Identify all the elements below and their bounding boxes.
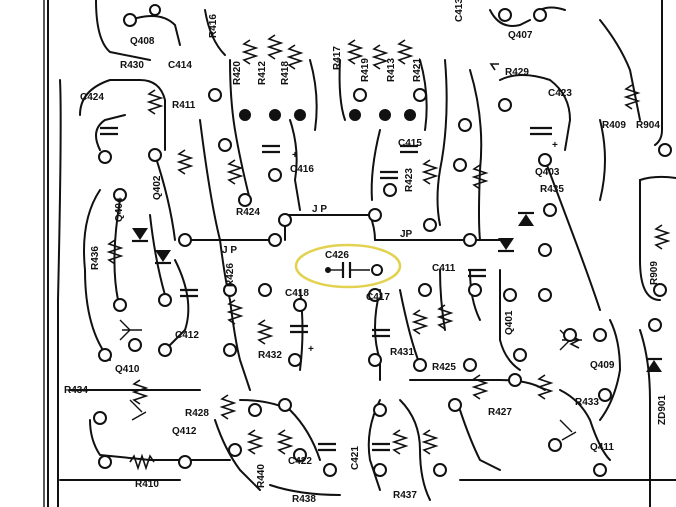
component-labels: C424 C414 R430 R411 Q402 Q404 R436 Q410 … (64, 0, 668, 505)
label-jp-top: J P (312, 204, 327, 215)
label-c412: C412 (175, 330, 199, 341)
highlight-ellipse (294, 243, 402, 289)
label-c422: C422 (288, 456, 312, 467)
label-r413: R413 (386, 58, 397, 82)
label-c418: C418 (285, 288, 309, 299)
label-c426: C426 (325, 250, 349, 261)
label-r418: R418 (280, 61, 291, 85)
label-r426: R426 (225, 263, 236, 287)
label-c416: C416 (290, 164, 314, 175)
label-c417: C417 (366, 292, 390, 303)
label-q412: Q412 (172, 426, 197, 437)
label-r434: R434 (64, 385, 88, 396)
plus-mark-c418: + (308, 344, 314, 355)
label-r412: R412 (257, 61, 268, 85)
label-c413: C413 (454, 0, 465, 22)
label-c414: C414 (168, 60, 192, 71)
label-r431: R431 (390, 347, 414, 358)
label-r419: R419 (360, 58, 371, 82)
label-r909: R909 (649, 261, 660, 285)
label-r435: R435 (540, 184, 564, 195)
label-r411: R411 (172, 100, 196, 111)
label-r409: R409 (602, 120, 626, 131)
label-q408: Q408 (130, 36, 155, 47)
label-r421: R421 (412, 58, 423, 82)
label-r417: R417 (332, 46, 343, 70)
label-r429: R429 (505, 67, 529, 78)
label-r420: R420 (232, 61, 243, 85)
label-q410: Q410 (115, 364, 140, 375)
plus-mark-c416: + (292, 150, 298, 161)
solder-pads (93, 4, 672, 477)
label-q404: Q404 (114, 197, 125, 222)
label-r433: R433 (575, 397, 599, 408)
label-r423: R423 (404, 168, 415, 192)
label-r438: R438 (292, 494, 316, 505)
label-q409: Q409 (590, 360, 615, 371)
resistors (106, 34, 671, 471)
label-r425: R425 (432, 362, 456, 373)
label-r437: R437 (393, 490, 417, 501)
label-c424: C424 (80, 92, 104, 103)
label-c421: C421 (350, 446, 361, 470)
label-r430: R430 (120, 60, 144, 71)
label-c415: C415 (398, 138, 422, 149)
label-r427: R427 (488, 407, 512, 418)
label-r424: R424 (236, 207, 260, 218)
label-r432: R432 (258, 350, 282, 361)
label-q411: Q411 (590, 442, 614, 453)
label-q407: Q407 (508, 30, 533, 41)
label-c411: C411 (432, 263, 456, 274)
label-r904: R904 (636, 120, 660, 131)
label-jp-left: J P (222, 245, 237, 256)
label-r440: R440 (256, 464, 267, 488)
label-r436: R436 (90, 246, 101, 270)
label-q402: Q402 (152, 175, 163, 200)
traces (59, 6, 676, 507)
capacitors (100, 126, 552, 452)
label-r416: R416 (208, 14, 219, 38)
label-q403: Q403 (535, 167, 560, 178)
semiconductors (119, 211, 662, 441)
label-jp-right: JP (400, 229, 413, 240)
label-c423: C423 (548, 88, 572, 99)
plus-mark-c423: + (552, 140, 558, 151)
label-r428: R428 (185, 408, 209, 419)
label-q401: Q401 (504, 310, 515, 335)
label-r410: R410 (135, 479, 159, 490)
label-zd901: ZD901 (657, 395, 668, 425)
board-edges (43, 0, 676, 507)
